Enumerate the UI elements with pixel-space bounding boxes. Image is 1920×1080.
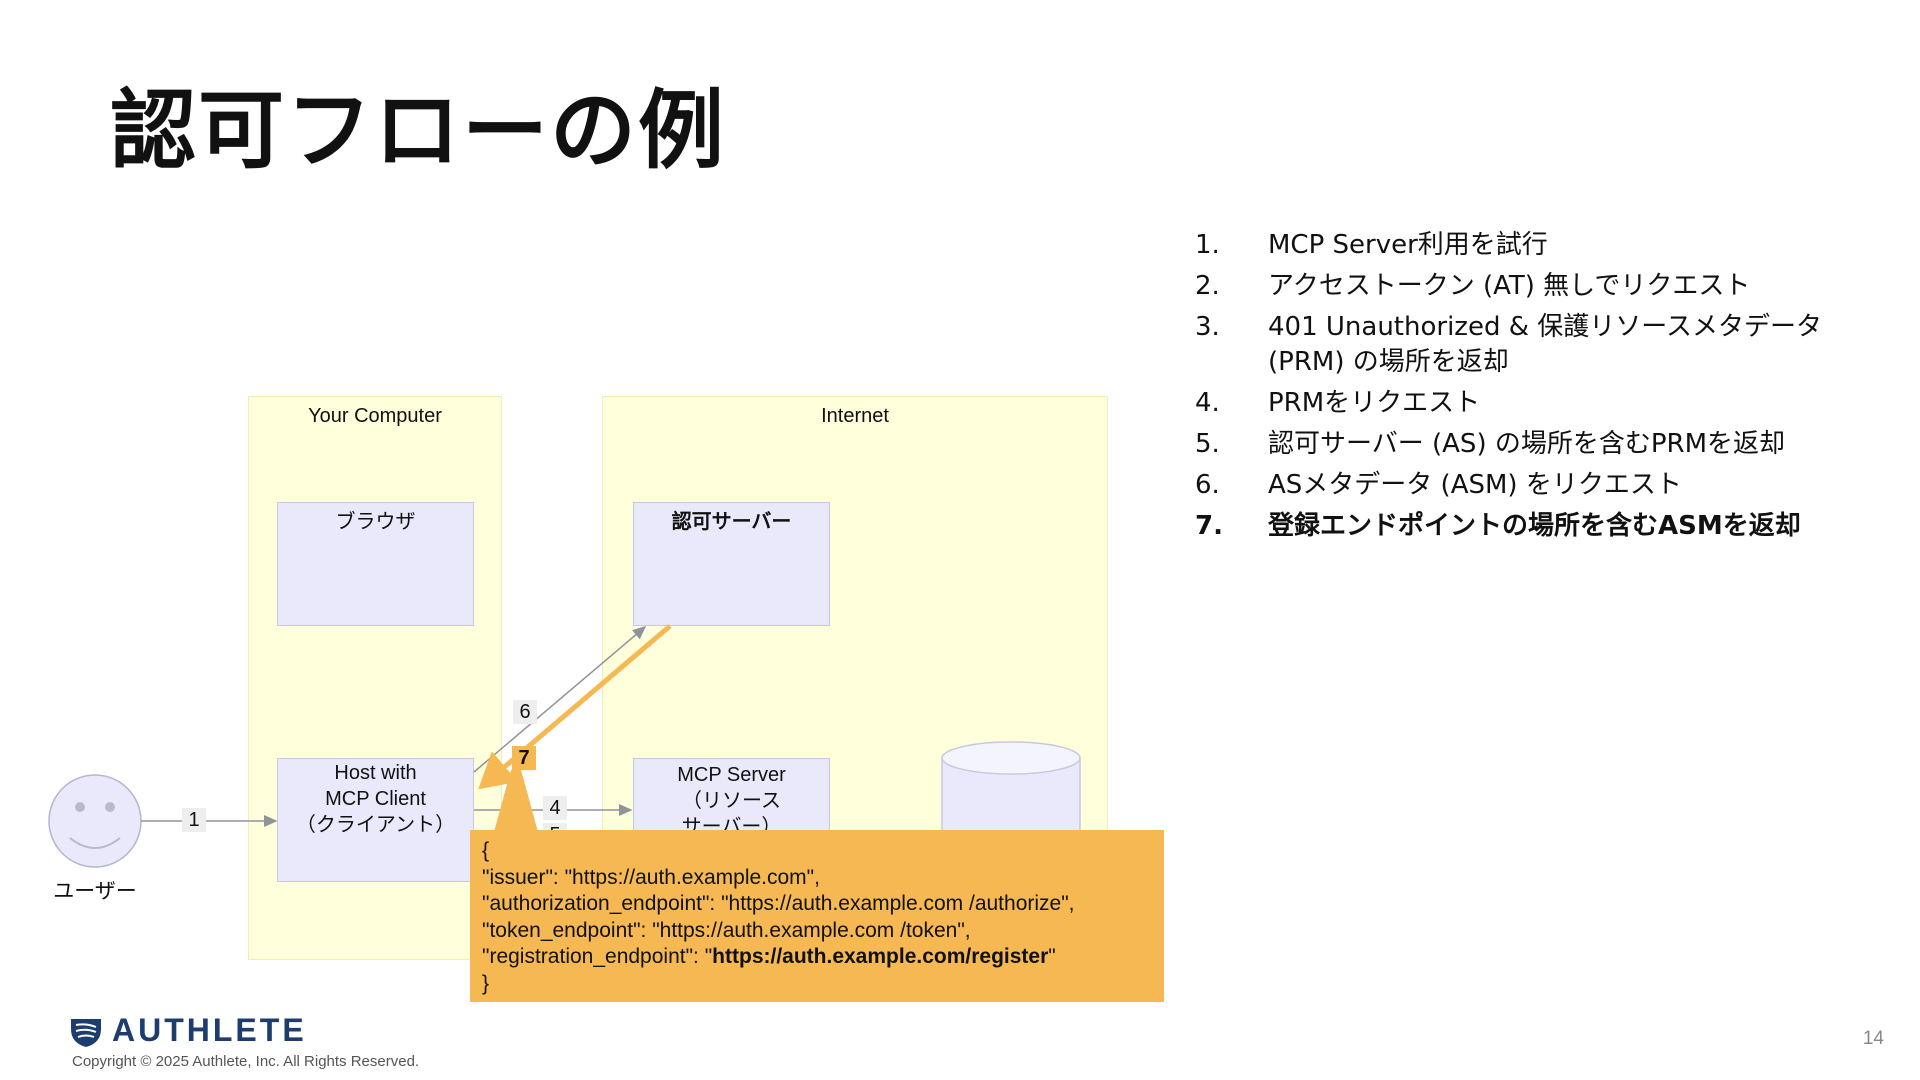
callout-line-registration: "registration_endpoint": "https://auth.e… (482, 945, 1056, 969)
step-list: 1.MCP Server利用を試行 2.アクセストークン (AT) 無しでリクエ… (1195, 228, 1895, 550)
copyright: Copyright © 2025 Authlete, Inc. All Righ… (72, 1053, 420, 1070)
registration-endpoint-value: https://auth.example.com/register (712, 945, 1049, 969)
arrow-label-5: 5 (543, 823, 567, 831)
arrow-label-6: 6 (513, 700, 537, 724)
asm-response-callout: { "issuer": "https://auth.example.com", … (470, 830, 1164, 1002)
step-item: 1.MCP Server利用を試行 (1195, 230, 1548, 260)
callout-pointer (494, 770, 538, 832)
step-item-active: 7.登録エンドポイントの場所を含むASMを返却 (1195, 511, 1801, 541)
callout-line: "authorization_endpoint": "https://auth.… (482, 892, 1075, 916)
callout-line: { (482, 839, 490, 862)
callout-line: "token_endpoint": "https://auth.example.… (482, 918, 971, 942)
user-face-icon (48, 774, 142, 868)
remote-service-cylinder (941, 741, 1081, 841)
arrow-label-1: 1 (182, 808, 206, 832)
step-item: 4.PRMをリクエスト (1195, 388, 1481, 418)
authlete-logo: AUTHLETE (68, 1012, 307, 1049)
slide-title: 認可フローの例 (110, 81, 726, 181)
step-item: 6.ASメタデータ (ASM) をリクエスト (1195, 470, 1682, 500)
region-label-your-computer: Your Computer (308, 405, 442, 427)
logo-text: AUTHLETE (112, 1012, 307, 1048)
region-label-internet: Internet (821, 405, 889, 427)
browser-node: ブラウザ (277, 502, 474, 626)
host-client-node: Host with MCP Client （クライアント） (277, 758, 474, 882)
user-label: ユーザー (53, 879, 137, 903)
step-item: 5.認可サーバー (AS) の場所を含むPRMを返却 (1195, 429, 1786, 459)
callout-line: "issuer": "https://auth.example.com", (482, 865, 820, 889)
arrow-step-7 (478, 624, 672, 790)
callout-line: } (482, 971, 490, 995)
step-item: 2.アクセストークン (AT) 無しでリクエスト (1195, 271, 1751, 301)
step-item: 3.401 Unauthorized & 保護リソースメタデータ (PRM) の… (1195, 312, 1822, 377)
auth-server-node: 認可サーバー (633, 502, 830, 626)
arrow-step-6 (473, 626, 647, 773)
arrow-label-4: 4 (543, 796, 567, 820)
authlete-wing-icon (71, 1018, 101, 1047)
page-number: 14 (1862, 1028, 1884, 1049)
arrow-label-7: 7 (512, 746, 536, 770)
